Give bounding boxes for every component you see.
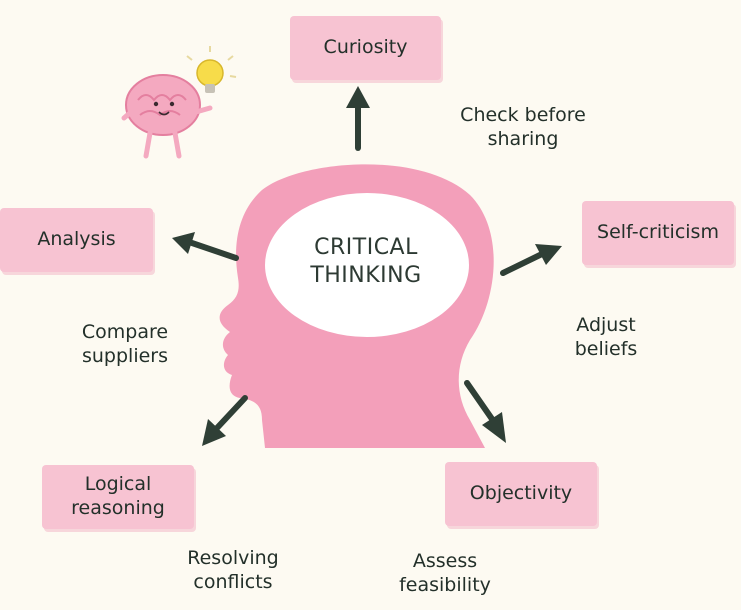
box-self-criticism: Self-criticism: [582, 201, 734, 265]
note-compare-line1: Compare: [81, 321, 169, 343]
note-adjust-beliefs: Adjust beliefs: [550, 314, 662, 362]
box-analysis: Analysis: [0, 208, 153, 272]
note-compare-line2: suppliers: [81, 344, 169, 367]
note-adjust-line1: Adjust: [576, 314, 636, 336]
box-logical-reasoning: Logical reasoning: [42, 465, 194, 529]
box-objectivity: Objectivity: [445, 462, 597, 526]
note-compare-suppliers: Compare suppliers: [60, 321, 190, 369]
box-analysis-label: Analysis: [37, 228, 116, 251]
arrow-to-logical-reasoning: [202, 395, 248, 446]
box-curiosity: Curiosity: [290, 16, 441, 80]
note-resolving-conflicts: Resolving conflicts: [170, 547, 296, 595]
center-title-line2: THINKING: [310, 262, 422, 288]
box-logical-reasoning-line2: reasoning: [71, 497, 165, 519]
arrow-to-self-criticism: [500, 244, 562, 276]
box-logical-reasoning-line1: Logical: [84, 473, 152, 496]
head-silhouette-icon: [219, 164, 494, 448]
arrow-to-analysis: [172, 232, 239, 261]
note-resolving-line1: Resolving: [187, 547, 279, 569]
box-objectivity-label: Objectivity: [469, 482, 573, 505]
center-title-line1: CRITICAL: [314, 235, 418, 260]
brain-mascot-icon: [121, 74, 213, 159]
note-check-before-sharing: Check before sharing: [438, 104, 608, 152]
note-resolving-line2: conflicts: [193, 570, 273, 593]
center-title: CRITICAL THINKING: [286, 234, 446, 289]
arrow-to-objectivity: [464, 380, 506, 443]
note-check-line1: Check before: [460, 104, 586, 126]
light-bulb-icon: [186, 46, 237, 93]
note-assess-line2: feasibility: [399, 573, 491, 596]
note-check-line2: sharing: [487, 127, 559, 150]
box-curiosity-label: Curiosity: [323, 36, 408, 59]
arrow-to-curiosity: [346, 86, 370, 151]
box-self-criticism-label: Self-criticism: [597, 221, 719, 244]
note-assess-feasibility: Assess feasibility: [382, 550, 508, 598]
note-assess-line1: Assess: [412, 550, 478, 572]
note-adjust-line2: beliefs: [574, 337, 638, 360]
